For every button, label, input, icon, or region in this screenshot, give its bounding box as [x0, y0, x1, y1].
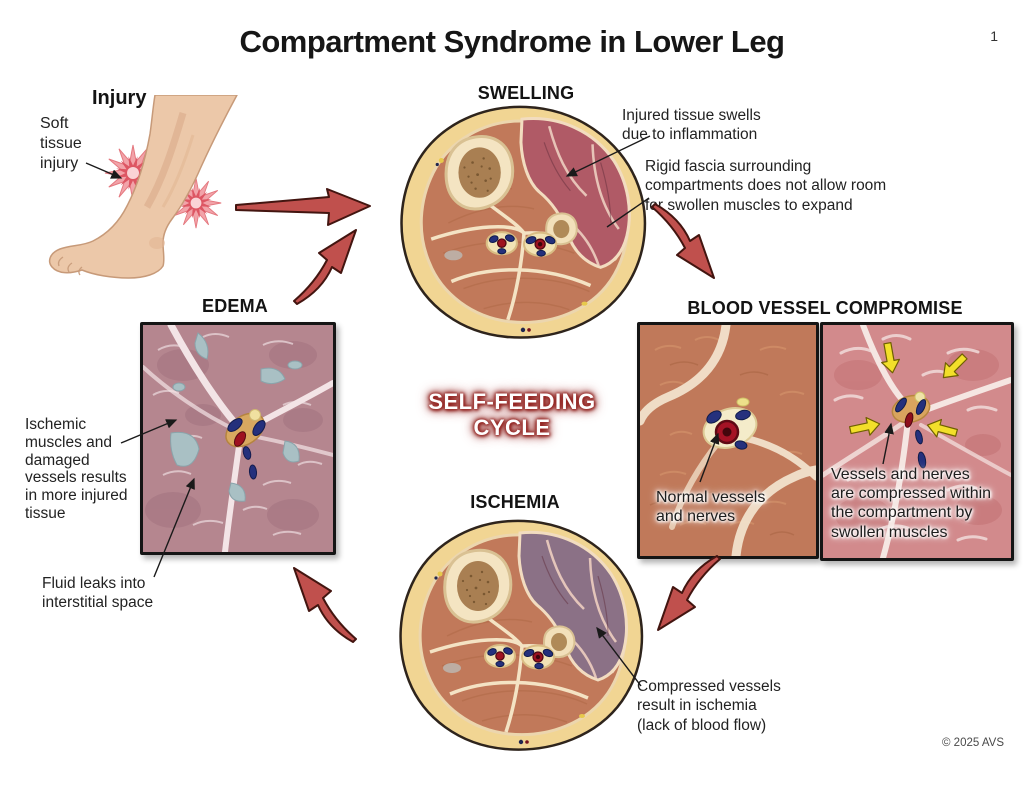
ischemia-cross-section-illustration [398, 519, 644, 752]
self-feeding-cycle-label: SELF-FEEDING CYCLE [428, 389, 596, 440]
compressed-vessels-illustration [823, 325, 1011, 558]
caption-normal-vessels: Normal vessels and nerves [656, 489, 766, 526]
leg-silhouette [48, 95, 238, 279]
heading-edema: EDEMA [201, 296, 268, 316]
heading-blood-vessel-compromise: BLOOD VESSEL COMPROMISE [687, 298, 963, 318]
heading-swelling: SWELLING [477, 83, 575, 103]
normal-vessels-panel: Normal vessels and nerves [637, 322, 819, 559]
copyright-notice: © 2025 AVS [942, 737, 1004, 749]
cycle-arrow-edema-to-swelling [293, 229, 357, 305]
edema-illustration [143, 325, 333, 552]
caption-compressed-vessels: Vessels and nerves are compressed within… [831, 466, 992, 541]
edema-panel [140, 322, 336, 555]
annotation-soft-tissue-injury: Soft tissue injury [40, 115, 82, 172]
cycle-arrow-injury-to-swelling [235, 188, 371, 226]
annotation-compressed-vessels: Compressed vessels result in ischemia (l… [637, 678, 781, 734]
swelling-cross-section-illustration [399, 105, 647, 340]
injured-leg-illustration [48, 95, 238, 279]
cycle-arrow-ischemia-to-edema [293, 567, 357, 643]
cycle-arrow-compromise-to-ischemia [657, 555, 721, 631]
heading-ischemia: ISCHEMIA [470, 492, 560, 512]
normal-vessels-illustration [640, 325, 816, 556]
compressed-vessels-panel: Vessels and nerves are compressed within… [820, 322, 1014, 561]
annotation-ischemic-muscles: Ischemic muscles and damaged vessels res… [25, 416, 128, 523]
annotation-rigid-fascia: Rigid fascia surrounding compartments do… [645, 158, 887, 214]
heading-injury: Injury [92, 87, 147, 109]
page-title: Compartment Syndrome in Lower Leg [239, 24, 785, 59]
page-number: 1 [990, 28, 998, 44]
annotation-fluid-leaks: Fluid leaks into interstitial space [42, 575, 154, 612]
